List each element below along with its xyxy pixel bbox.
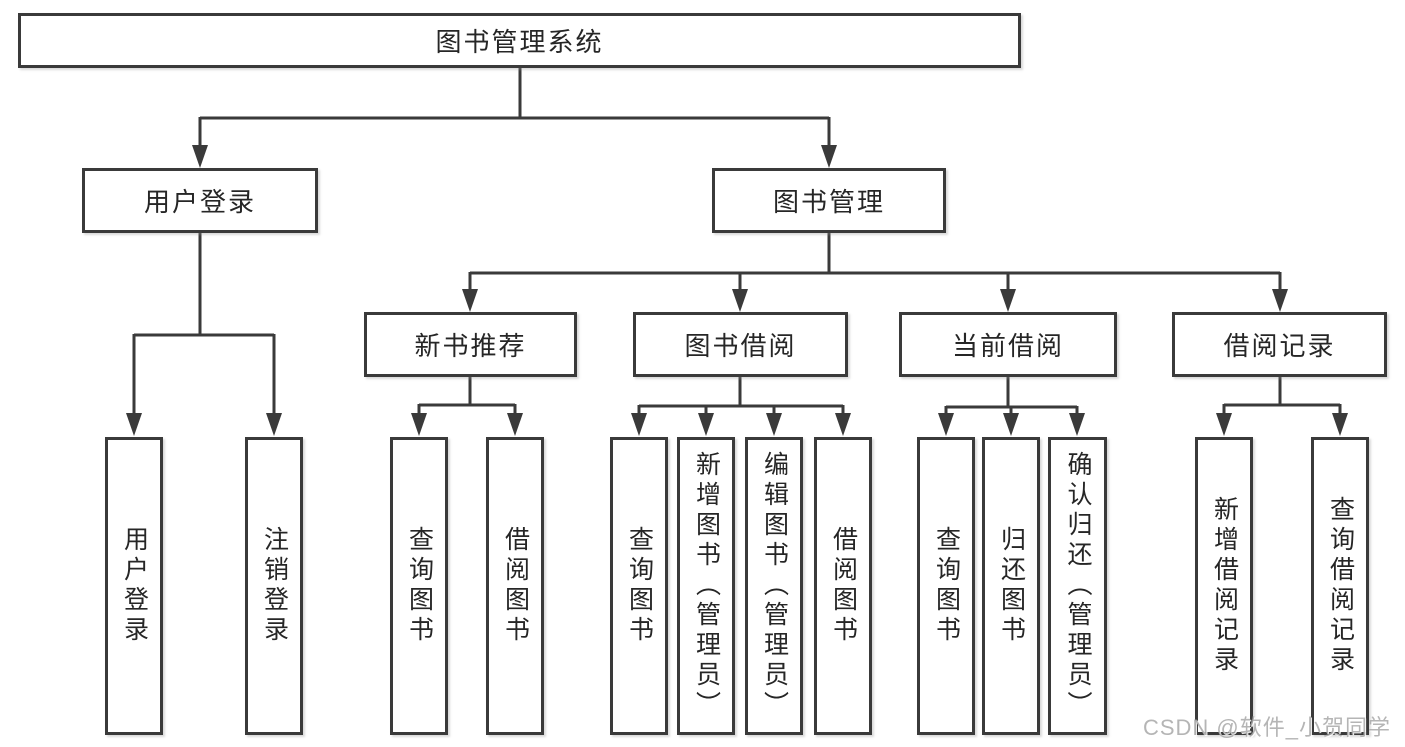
leaf-query-borrow-record-label: 查询借阅记录 <box>1326 496 1355 676</box>
leaf-borrow-books-borrow: 借阅图书 <box>814 437 872 735</box>
leaf-add-borrow-record: 新增借阅记录 <box>1195 437 1253 735</box>
leaf-return-books: 归还图书 <box>982 437 1040 735</box>
leaf-query-books-borrow-label: 查询图书 <box>625 526 654 646</box>
leaf-borrow-books-borrow-label: 借阅图书 <box>829 526 858 646</box>
node-current-borrow: 当前借阅 <box>899 312 1117 377</box>
leaf-query-books-recommend-label: 查询图书 <box>405 526 434 646</box>
node-borrow-records: 借阅记录 <box>1172 312 1387 377</box>
leaf-edit-books-admin-label: 编辑图书（管理员） <box>760 451 789 721</box>
node-user-login: 用户登录 <box>82 168 318 233</box>
leaf-borrow-books-recommend: 借阅图书 <box>486 437 544 735</box>
node-borrow-records-label: 借阅记录 <box>1223 331 1336 361</box>
node-root: 图书管理系统 <box>18 13 1021 68</box>
leaf-confirm-return-admin-label: 确认归还（管理员） <box>1064 451 1092 721</box>
leaf-query-books-recommend: 查询图书 <box>390 437 448 735</box>
leaf-add-books-admin: 新增图书（管理员） <box>677 437 735 735</box>
node-current-borrow-label: 当前借阅 <box>951 331 1064 361</box>
node-book-management: 图书管理 <box>712 168 946 233</box>
node-root-label: 图书管理系统 <box>435 27 604 57</box>
leaf-query-books-current: 查询图书 <box>917 437 975 735</box>
leaf-borrow-books-recommend-label: 借阅图书 <box>501 526 530 646</box>
leaf-logout-label: 注销登录 <box>260 526 289 646</box>
leaf-query-books-borrow: 查询图书 <box>610 437 668 735</box>
leaf-add-books-admin-label: 新增图书（管理员） <box>692 451 721 721</box>
node-book-borrow-label: 图书借阅 <box>684 331 797 361</box>
leaf-confirm-return-admin: 确认归还（管理员） <box>1048 437 1107 735</box>
node-book-management-label: 图书管理 <box>772 187 885 217</box>
node-new-book-recommend: 新书推荐 <box>364 312 577 377</box>
leaf-query-books-current-label: 查询图书 <box>932 526 961 646</box>
leaf-add-borrow-record-label: 新增借阅记录 <box>1210 496 1239 676</box>
node-user-login-label: 用户登录 <box>143 187 256 217</box>
leaf-logout: 注销登录 <box>245 437 303 735</box>
leaf-query-borrow-record: 查询借阅记录 <box>1311 437 1369 735</box>
leaf-return-books-label: 归还图书 <box>997 526 1026 646</box>
leaf-user-login: 用户登录 <box>105 437 163 735</box>
node-book-borrow: 图书借阅 <box>633 312 848 377</box>
csdn-watermark: CSDN @软件_小贺同学 <box>1142 715 1391 740</box>
leaf-user-login-label: 用户登录 <box>120 526 149 646</box>
leaf-edit-books-admin: 编辑图书（管理员） <box>745 437 803 735</box>
node-new-book-recommend-label: 新书推荐 <box>414 331 527 361</box>
